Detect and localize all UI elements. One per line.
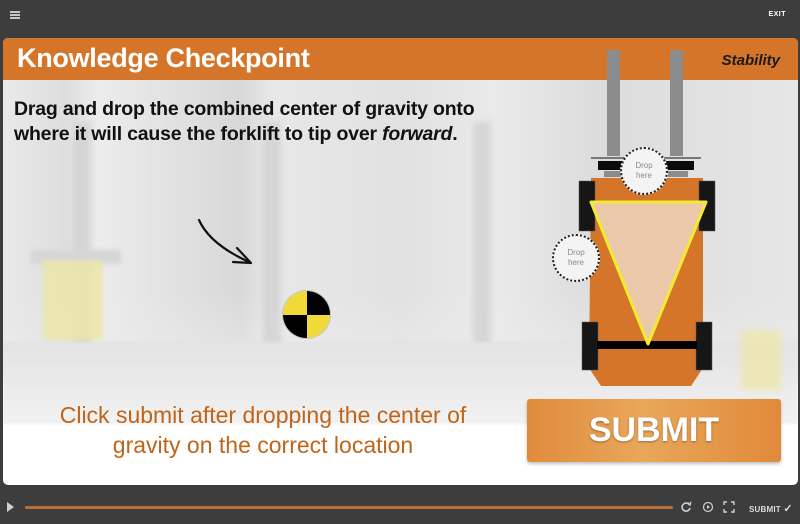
background-object <box>741 330 781 390</box>
background-door <box>43 260 103 340</box>
forklift-diagram <box>578 50 716 386</box>
drop-zone-label: Drop <box>635 161 653 170</box>
fullscreen-icon[interactable] <box>722 500 736 514</box>
slide-header: Knowledge Checkpoint Stability <box>3 38 798 80</box>
exit-button[interactable]: EXIT <box>768 11 786 18</box>
topic-label: Stability <box>721 52 780 69</box>
question-punctuation: . <box>452 123 458 145</box>
player-submit-button[interactable]: SUBMIT ✓ <box>749 502 793 515</box>
question-line-2: where it will cause the forklift to tip … <box>14 123 383 145</box>
question-line-1: Drag and drop the combined center of gra… <box>14 98 475 120</box>
replay-icon[interactable] <box>679 500 693 514</box>
drop-zone-label: here <box>635 171 652 180</box>
hamburger-menu-icon[interactable] <box>10 11 20 19</box>
cog-quadrant <box>306 291 330 315</box>
background-pillar <box>263 122 281 382</box>
top-bar: EXIT <box>0 0 800 36</box>
cog-quadrant <box>283 291 307 315</box>
cog-quadrant <box>283 314 307 338</box>
drop-zone-label: here <box>567 258 584 267</box>
question-emphasis: forward <box>382 123 453 145</box>
player-controls: SUBMIT ✓ <box>0 490 800 524</box>
progress-bar[interactable] <box>25 506 673 509</box>
question-text: Drag and drop the combined center of gra… <box>14 97 574 147</box>
curved-arrow-icon <box>197 218 253 265</box>
drop-zone-label: Drop <box>567 248 585 257</box>
cog-quadrant <box>306 314 330 338</box>
play-icon[interactable] <box>7 502 14 512</box>
background-pillar <box>473 122 491 382</box>
submit-hint: Click submit after dropping the center o… <box>59 402 467 458</box>
submit-button[interactable]: SUBMIT <box>527 399 781 462</box>
center-of-gravity-icon[interactable] <box>283 291 330 338</box>
page-title: Knowledge Checkpoint <box>17 43 310 73</box>
captions-icon[interactable] <box>701 500 715 514</box>
player-submit-label: SUBMIT <box>749 505 781 514</box>
check-icon: ✓ <box>783 503 793 515</box>
slide: Knowledge Checkpoint Stability Drag and … <box>3 38 798 485</box>
